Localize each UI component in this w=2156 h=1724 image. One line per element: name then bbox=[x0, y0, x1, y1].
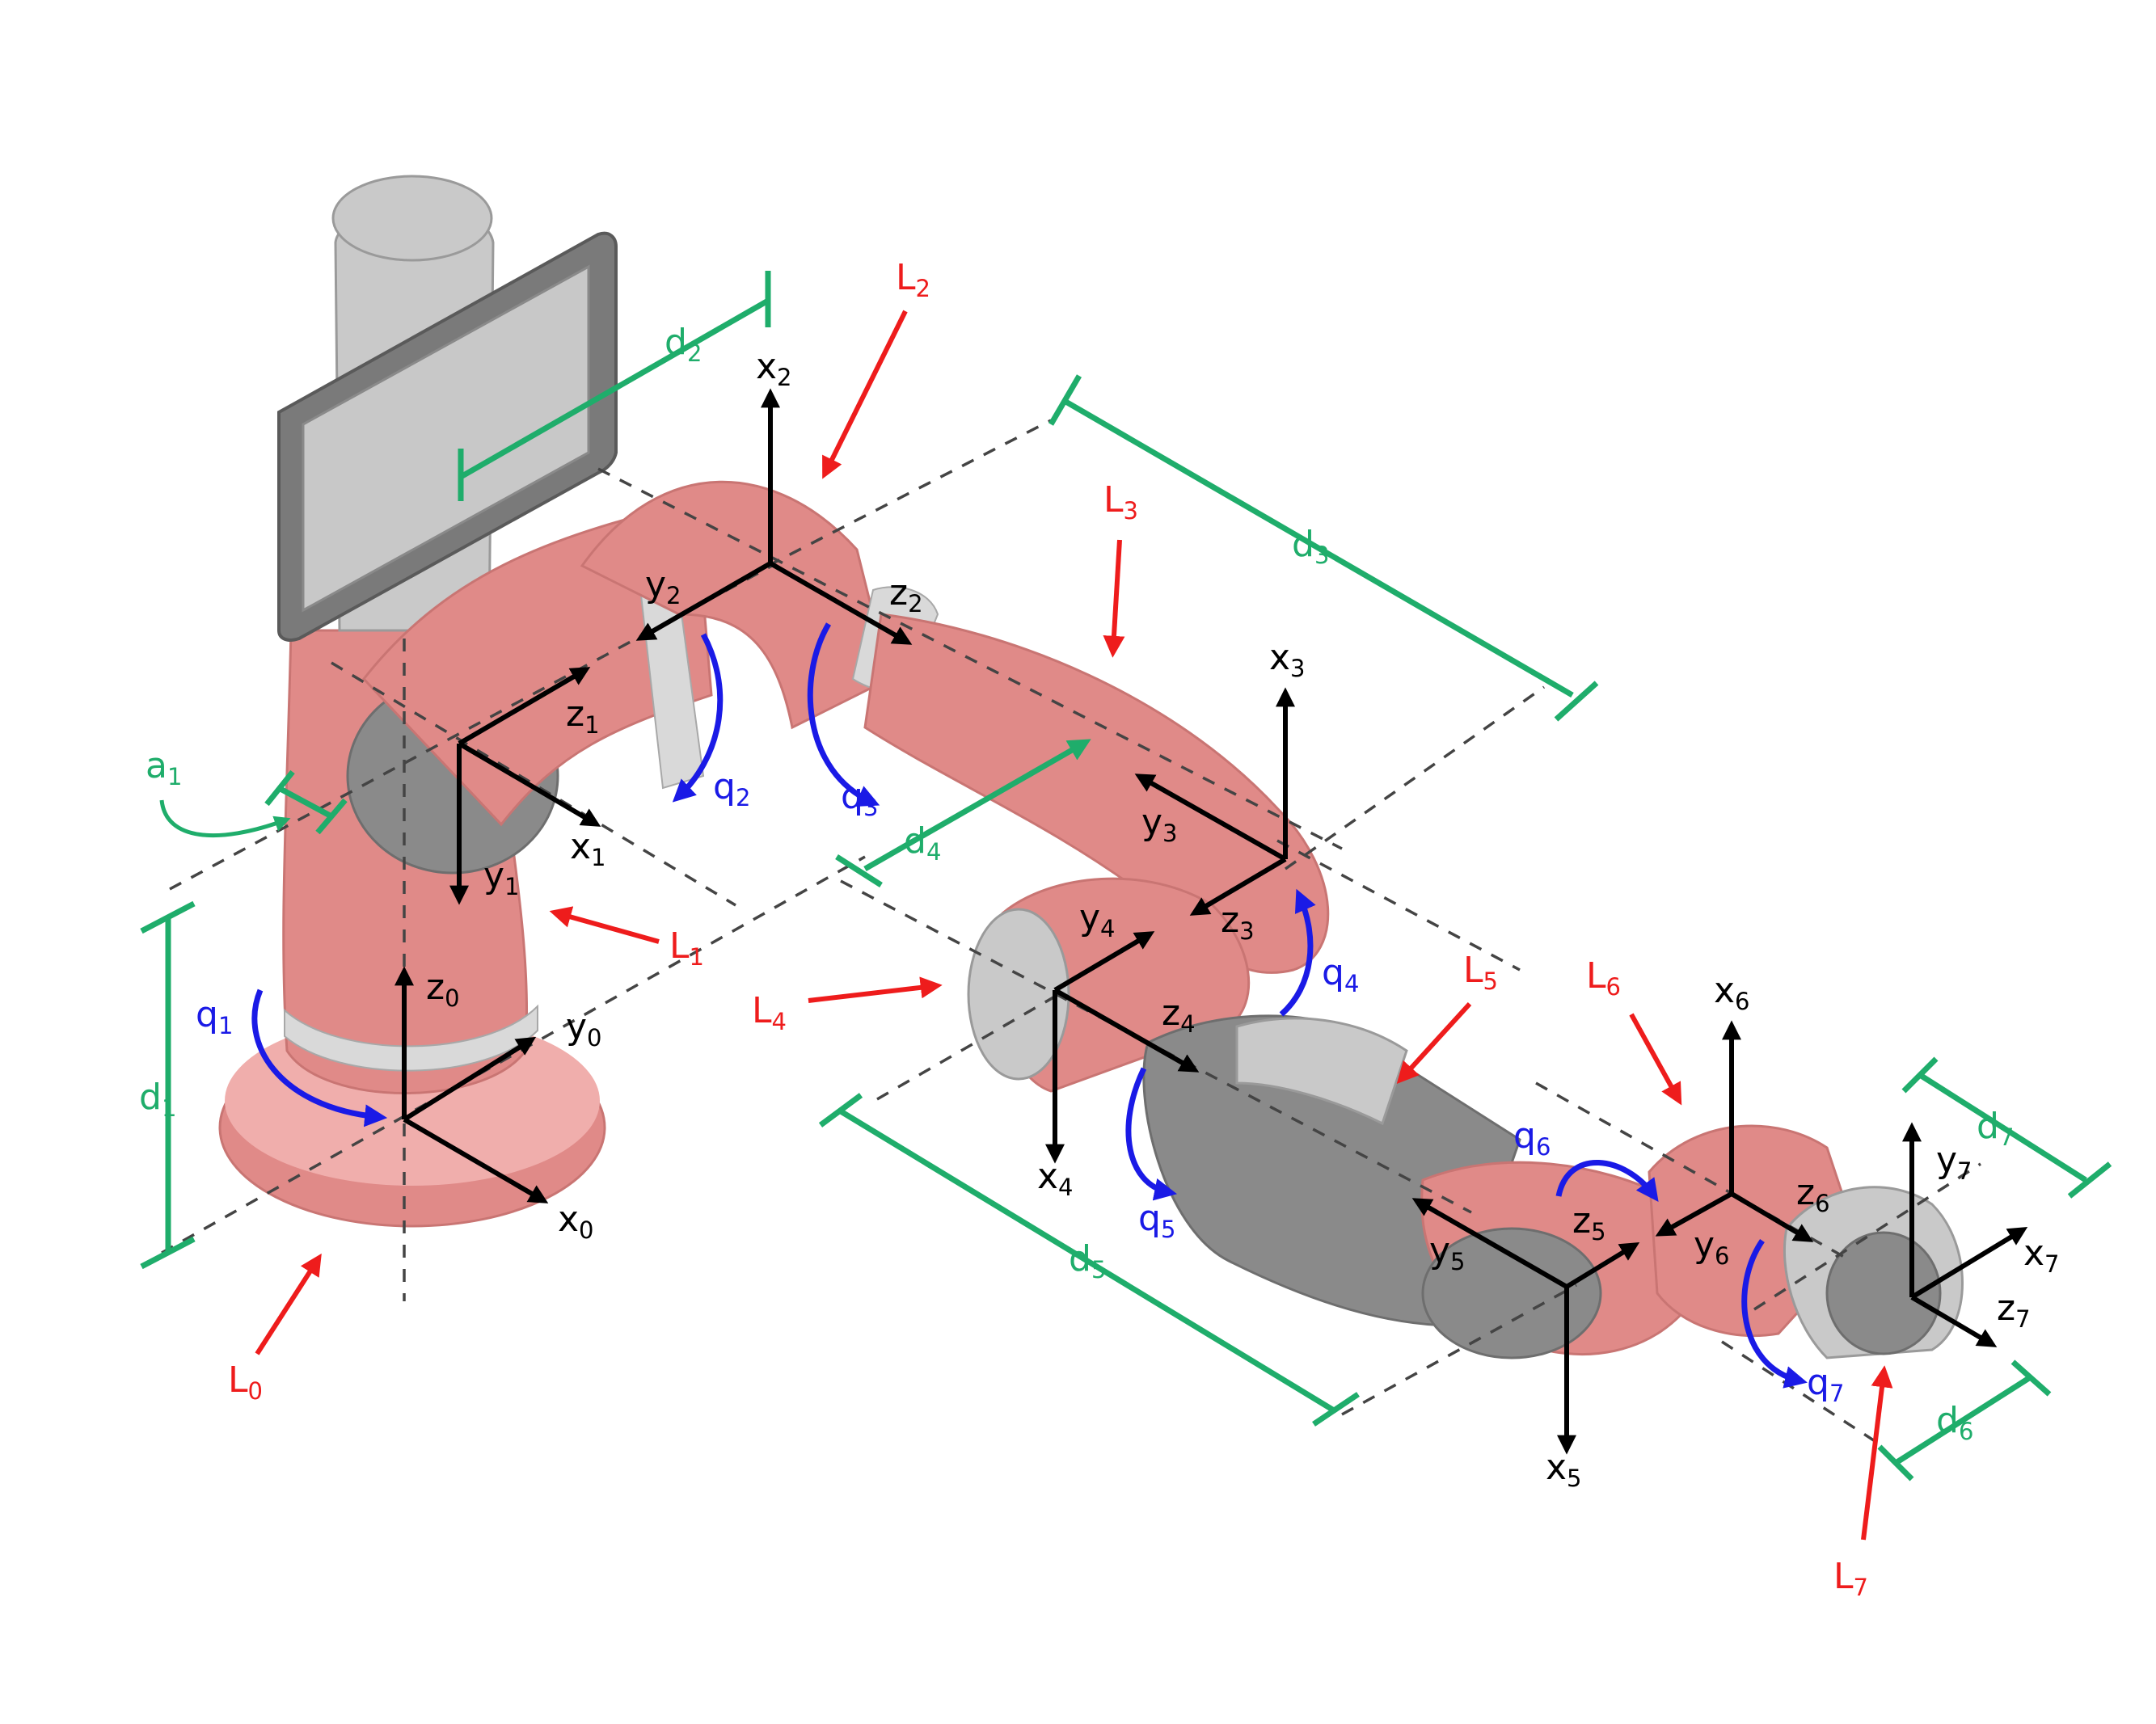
frame-axis-labels: z0 y0 x0 z1 x1 y1 x2 y2 z2 x3 y3 z3 y4 z… bbox=[426, 346, 2060, 1492]
joint-5-housing bbox=[1421, 1227, 1602, 1359]
frame-0-axes bbox=[394, 966, 549, 1203]
link-arrow-L0 bbox=[255, 1253, 322, 1355]
axis-label-z6: z6 bbox=[1796, 1172, 1830, 1217]
link-arrows bbox=[255, 310, 1893, 1541]
axis-label-x3: x3 bbox=[1269, 637, 1306, 682]
axis-label-y0: y0 bbox=[566, 1006, 602, 1052]
joint-arc-q1 bbox=[251, 988, 388, 1128]
axis-label-x4: x4 bbox=[1037, 1156, 1074, 1201]
link-label-L0: L0 bbox=[228, 1359, 263, 1405]
dimension-d5 bbox=[818, 1093, 1360, 1427]
joint-label-q6: q6 bbox=[1513, 1115, 1551, 1161]
axis-label-x0: x0 bbox=[558, 1199, 594, 1244]
link-label-L1: L1 bbox=[669, 925, 704, 971]
axis-label-x5: x5 bbox=[1546, 1447, 1582, 1492]
joint-arc-q2 bbox=[672, 633, 724, 803]
link-arrow-L6 bbox=[1629, 1013, 1682, 1106]
dimension-label-d7: d7 bbox=[1977, 1106, 2014, 1151]
axis-label-y4: y4 bbox=[1079, 897, 1116, 942]
dimension-d1 bbox=[140, 900, 196, 1270]
joint-arc-q5 bbox=[1125, 1067, 1177, 1201]
joint-label-q1: q1 bbox=[196, 994, 233, 1039]
link-arrow-L3 bbox=[1103, 539, 1125, 658]
link-arrow-L1 bbox=[549, 906, 660, 944]
axis-label-z2: z2 bbox=[889, 572, 923, 618]
frame-axes bbox=[394, 388, 2028, 1455]
link-arrow-L5 bbox=[1396, 1001, 1472, 1084]
dimension-d2 bbox=[458, 271, 771, 501]
forearm bbox=[863, 613, 1330, 975]
dimension-label-d2: d2 bbox=[665, 322, 702, 367]
axis-label-x2: x2 bbox=[756, 346, 792, 391]
joint-arc-q4 bbox=[1279, 888, 1316, 1017]
axis-label-x6: x6 bbox=[1714, 970, 1750, 1015]
frame-5-axes bbox=[1411, 1198, 1640, 1455]
head-cap bbox=[331, 175, 493, 262]
link-label-L7: L7 bbox=[1833, 1556, 1868, 1601]
dimension-d6 bbox=[1877, 1359, 2052, 1482]
axis-label-x1: x1 bbox=[570, 826, 606, 871]
axis-label-y2: y2 bbox=[645, 564, 681, 609]
dimension-d3 bbox=[1048, 374, 1599, 722]
frame-6-axes bbox=[1655, 1020, 1814, 1242]
joint-label-q2: q2 bbox=[713, 766, 750, 811]
dimension-d4 bbox=[835, 739, 1091, 887]
dimension-label-d1: d1 bbox=[139, 1077, 176, 1122]
pedestal-ring bbox=[284, 1004, 538, 1072]
dimension-label-d4: d4 bbox=[904, 820, 941, 866]
lower-arm-top bbox=[1235, 1017, 1408, 1126]
joint-label-q3: q3 bbox=[841, 776, 878, 821]
axis-label-x7: x7 bbox=[2023, 1233, 2060, 1278]
frame-2-axes bbox=[635, 388, 913, 645]
axis-label-y6: y6 bbox=[1694, 1225, 1730, 1270]
lower-arm-grey bbox=[1142, 1014, 1521, 1327]
head-display-screen bbox=[277, 231, 618, 642]
joint-arc-q6 bbox=[1555, 1160, 1659, 1203]
axis-label-y7: y7 bbox=[1936, 1140, 1972, 1185]
dimension-label-a1: a1 bbox=[146, 745, 182, 790]
frame-3-axes bbox=[1134, 687, 1295, 916]
axis-label-y5: y5 bbox=[1429, 1230, 1466, 1275]
dimension-label-d6: d6 bbox=[1936, 1400, 1973, 1445]
axis-label-y3: y3 bbox=[1141, 802, 1178, 847]
dimension-label-d3: d3 bbox=[1292, 524, 1329, 569]
dimension-d7 bbox=[1901, 1056, 2112, 1199]
frame-1-axes bbox=[449, 667, 601, 905]
link-label-L2: L2 bbox=[896, 257, 930, 302]
joint-label-q7: q7 bbox=[1807, 1362, 1844, 1407]
joint-arcs bbox=[251, 622, 1808, 1389]
joint-label-q5: q5 bbox=[1138, 1198, 1175, 1243]
axis-label-z5: z5 bbox=[1572, 1200, 1606, 1246]
axis-label-y1: y1 bbox=[483, 855, 520, 900]
dimension-labels: a1 d1 d2 d3 d4 d5 d6 d7 bbox=[139, 322, 2014, 1445]
link-arrow-L4 bbox=[808, 976, 943, 1003]
frame-4-axes bbox=[1045, 931, 1200, 1164]
axis-label-z3: z3 bbox=[1221, 900, 1255, 945]
dimension-label-d5: d5 bbox=[1069, 1238, 1106, 1284]
joint-arc-q7 bbox=[1741, 1239, 1808, 1389]
link-arrow-L7 bbox=[1861, 1365, 1893, 1541]
link-label-L4: L4 bbox=[752, 990, 787, 1035]
joint-labels: q1 q2 q3 q4 q5 q6 q7 bbox=[196, 766, 1844, 1407]
dimension-lines bbox=[140, 271, 2112, 1482]
link-label-L6: L6 bbox=[1586, 955, 1621, 1001]
link-labels: L0 L1 L2 L3 L4 L5 L6 L7 bbox=[228, 257, 1868, 1601]
joint-arc-q3 bbox=[807, 622, 880, 807]
link-label-L5: L5 bbox=[1463, 950, 1498, 995]
link-label-L3: L3 bbox=[1103, 479, 1138, 525]
link-arrow-L2 bbox=[822, 310, 908, 479]
axis-label-z7: z7 bbox=[1997, 1288, 2031, 1333]
joint-4-disc bbox=[967, 908, 1070, 1081]
axis-label-z4: z4 bbox=[1162, 993, 1196, 1038]
axis-label-z1: z1 bbox=[566, 693, 600, 739]
dimension-a1 bbox=[159, 769, 348, 838]
joint-label-q4: q4 bbox=[1322, 952, 1359, 997]
axis-label-z0: z0 bbox=[426, 967, 460, 1012]
frame-7-axes bbox=[1902, 1122, 2028, 1347]
